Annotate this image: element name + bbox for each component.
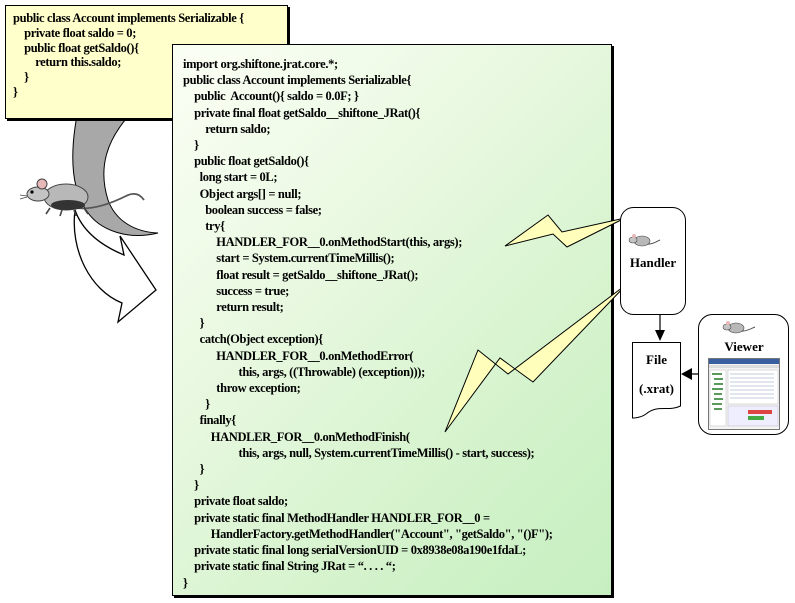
rat-mascot-icon bbox=[19, 178, 145, 217]
handler-label: Handler bbox=[629, 255, 677, 270]
rat-mascot-icon bbox=[722, 321, 756, 334]
arrow-down-icon bbox=[655, 330, 665, 341]
original-code-text: public class Account implements Serializ… bbox=[13, 11, 244, 99]
arrow-left-icon bbox=[681, 368, 692, 380]
instrumented-code-text: import org.shiftone.jrat.core.*; public … bbox=[183, 57, 553, 590]
file-label: File bbox=[646, 352, 667, 367]
viewer-screenshot-icon bbox=[708, 358, 780, 430]
rat-mascot-icon bbox=[628, 234, 661, 247]
file-extension: (.xrat) bbox=[638, 381, 674, 396]
viewer-label: Viewer bbox=[724, 339, 764, 354]
arrow-lower-white bbox=[73, 209, 157, 324]
handler-box: Handler bbox=[620, 207, 686, 315]
file-document: File (.xrat) bbox=[632, 342, 681, 419]
viewer-box: Viewer bbox=[698, 314, 790, 436]
instrumented-code-box: import org.shiftone.jrat.core.*; public … bbox=[172, 44, 612, 596]
arrow-upper-gray bbox=[72, 109, 159, 236]
